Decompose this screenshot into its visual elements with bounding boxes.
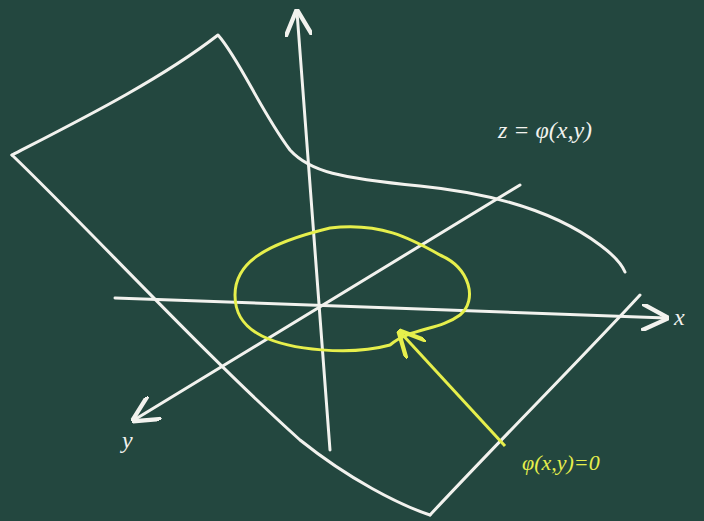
surface-equation: z = φ(x,y) <box>498 118 592 142</box>
surface-left-edge <box>12 155 430 515</box>
axis-label: x <box>674 305 685 329</box>
leader-arrow <box>400 332 505 446</box>
level-curve <box>235 227 470 351</box>
x-axis <box>115 298 666 318</box>
curve-equation: φ(x,y)=0 <box>522 452 600 474</box>
surface-right-edge <box>430 295 640 515</box>
surface-outline <box>12 35 625 272</box>
axis-label: y <box>122 428 133 452</box>
y-axis <box>134 185 520 420</box>
